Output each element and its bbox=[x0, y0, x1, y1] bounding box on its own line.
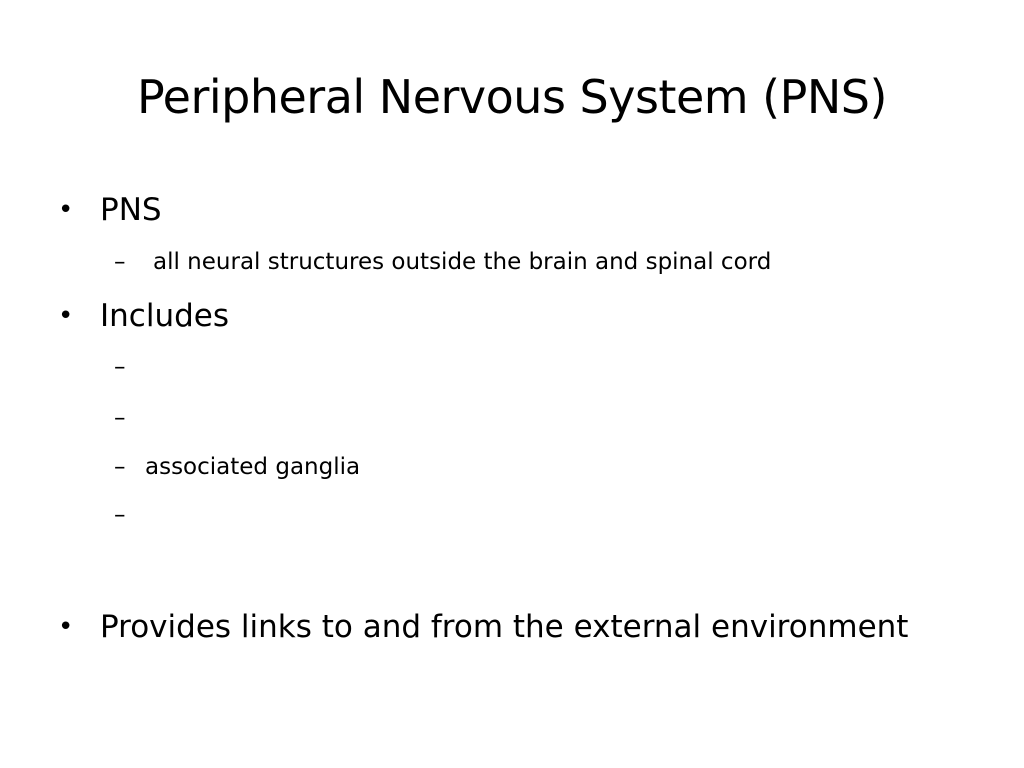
slide-title: Peripheral Nervous System (PNS) bbox=[137, 70, 887, 124]
sub-bullet-text: associated ganglia bbox=[145, 454, 361, 480]
bullet-mark: • bbox=[58, 301, 74, 331]
sub-bullet-mark: – bbox=[114, 502, 126, 528]
bullet-links: • Provides links to and from the externa… bbox=[58, 607, 908, 647]
bullet-text: Includes bbox=[100, 298, 229, 334]
sub-bullet-blank-3: – bbox=[114, 500, 145, 530]
bullet-text: Provides links to and from the external … bbox=[100, 609, 909, 645]
bullet-mark: • bbox=[58, 195, 74, 225]
sub-bullet-definition: – all neural structures outside the brai… bbox=[114, 247, 771, 277]
sub-bullet-mark: – bbox=[114, 405, 126, 431]
bullet-includes: • Includes bbox=[58, 296, 229, 336]
bullet-text: PNS bbox=[100, 192, 162, 228]
sub-bullet-blank-1: – bbox=[114, 352, 145, 382]
sub-bullet-ganglia: – associated ganglia bbox=[114, 452, 360, 482]
sub-bullet-text: all neural structures outside the brain … bbox=[153, 249, 772, 275]
sub-bullet-mark: – bbox=[114, 354, 126, 380]
bullet-mark: • bbox=[58, 612, 74, 642]
bullet-pns: • PNS bbox=[58, 190, 162, 230]
sub-bullet-mark: – bbox=[114, 454, 126, 480]
sub-bullet-mark: – bbox=[114, 249, 126, 275]
sub-bullet-blank-2: – bbox=[114, 403, 145, 433]
